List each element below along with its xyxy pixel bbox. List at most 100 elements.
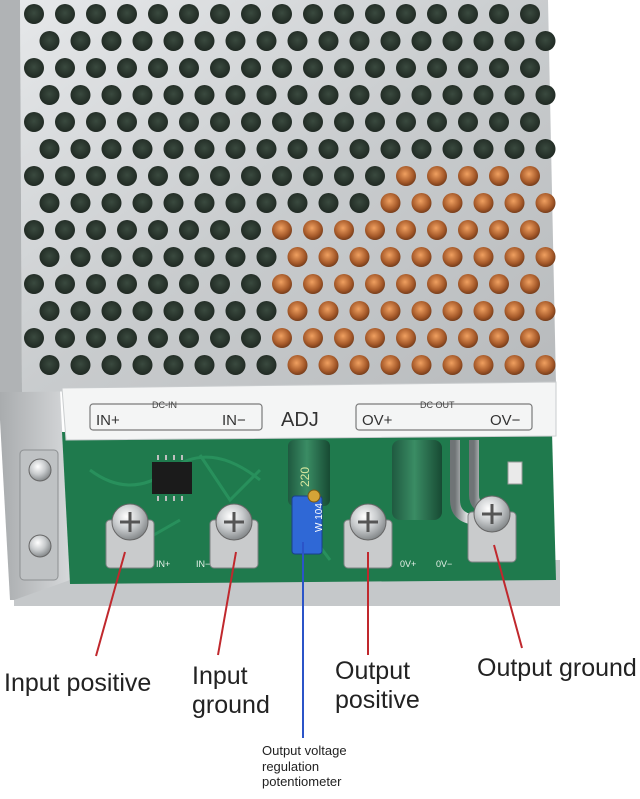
vent-hole: [287, 193, 308, 213]
vent-hole: [520, 112, 540, 132]
vent-hole: [194, 193, 215, 213]
vent-hole: [148, 328, 168, 348]
vent-hole: [256, 301, 277, 321]
vent-hole: [256, 247, 277, 267]
vent-hole: [101, 31, 122, 51]
vent-hole: [210, 328, 230, 348]
vent-hole: [148, 112, 168, 132]
vent-hole: [241, 274, 261, 294]
vent-hole: [86, 58, 106, 78]
vent-hole-copper: [473, 193, 494, 213]
vent-hole-copper: [535, 355, 556, 375]
vent-hole: [132, 247, 153, 267]
panel-in-pos: IN+: [96, 412, 120, 429]
vent-hole: [39, 355, 60, 375]
vent-hole: [458, 112, 478, 132]
vent-hole: [55, 220, 75, 240]
terminal-output-positive: [343, 503, 393, 569]
potentiometer-marking: W 104: [314, 503, 325, 532]
vent-hole: [349, 193, 370, 213]
vent-hole: [39, 31, 60, 51]
vent-hole-copper: [396, 220, 416, 240]
vent-hole: [117, 58, 137, 78]
vent-hole: [349, 31, 370, 51]
vent-hole: [427, 4, 447, 24]
terminal-input-positive: [105, 503, 155, 569]
pcb-label-out-pos: 0V+: [400, 559, 416, 569]
vent-hole: [411, 139, 432, 159]
vent-hole: [24, 58, 44, 78]
vent-hole-copper: [334, 274, 354, 294]
label-panel: [61, 381, 557, 441]
vent-hole: [101, 355, 122, 375]
vent-hole: [303, 4, 323, 24]
pcb-label-in-neg: IN−: [196, 559, 210, 569]
label-output-positive: Output positive: [335, 657, 420, 714]
vent-hole: [179, 4, 199, 24]
vent-hole-copper: [458, 166, 478, 186]
vent-hole: [473, 139, 494, 159]
vent-hole-copper: [442, 247, 463, 267]
vent-hole: [117, 112, 137, 132]
vent-hole: [179, 58, 199, 78]
vent-hole: [132, 31, 153, 51]
vent-hole: [256, 85, 277, 105]
vent-hole-copper: [272, 274, 292, 294]
vent-hole: [70, 31, 91, 51]
vent-hole-copper: [458, 328, 478, 348]
vent-hole: [535, 31, 556, 51]
vent-hole: [303, 112, 323, 132]
vent-hole: [241, 220, 261, 240]
vent-hole: [489, 112, 509, 132]
vent-hole-copper: [349, 355, 370, 375]
vent-hole: [210, 220, 230, 240]
vent-hole: [210, 4, 230, 24]
panel-in-neg: IN−: [222, 412, 246, 429]
vent-hole: [396, 58, 416, 78]
vent-hole-copper: [520, 328, 540, 348]
vent-hole: [70, 139, 91, 159]
vent-hole: [365, 166, 385, 186]
vent-hole-copper: [504, 247, 525, 267]
vent-hole: [179, 274, 199, 294]
vent-hole: [210, 274, 230, 294]
vent-hole: [55, 112, 75, 132]
vent-hole-copper: [442, 355, 463, 375]
vent-hole: [411, 31, 432, 51]
vent-hole-copper: [349, 247, 370, 267]
vent-hole: [334, 112, 354, 132]
vent-hole-copper: [365, 220, 385, 240]
vent-hole: [55, 274, 75, 294]
vent-hole: [225, 31, 246, 51]
vent-hole: [272, 112, 292, 132]
vent-hole: [504, 85, 525, 105]
vent-hole: [24, 166, 44, 186]
vent-hole: [132, 355, 153, 375]
vent-hole-copper: [535, 301, 556, 321]
vent-hole: [442, 85, 463, 105]
ic-chip: [152, 462, 192, 494]
potentiometer-body: [291, 495, 323, 555]
vent-hole: [132, 193, 153, 213]
vent-hole: [24, 220, 44, 240]
vent-hole-copper: [427, 166, 447, 186]
vent-hole: [225, 355, 246, 375]
dc-out-box: [355, 403, 533, 431]
electrolytic-capacitor-left: [288, 440, 330, 506]
side-screw-bottom: [28, 534, 52, 558]
vent-hole: [39, 247, 60, 267]
vent-hole-copper: [287, 355, 308, 375]
vent-hole: [24, 274, 44, 294]
vent-hole: [86, 328, 106, 348]
vent-hole: [225, 139, 246, 159]
dc-out-title: DC OUT: [420, 400, 455, 410]
vent-hole: [256, 193, 277, 213]
vent-hole: [117, 328, 137, 348]
vent-hole-copper: [473, 247, 494, 267]
vent-hole: [163, 193, 184, 213]
vent-hole-copper: [504, 355, 525, 375]
vent-hole: [179, 220, 199, 240]
vent-hole-copper: [303, 328, 323, 348]
vent-hole: [396, 112, 416, 132]
vent-hole-copper: [396, 274, 416, 294]
